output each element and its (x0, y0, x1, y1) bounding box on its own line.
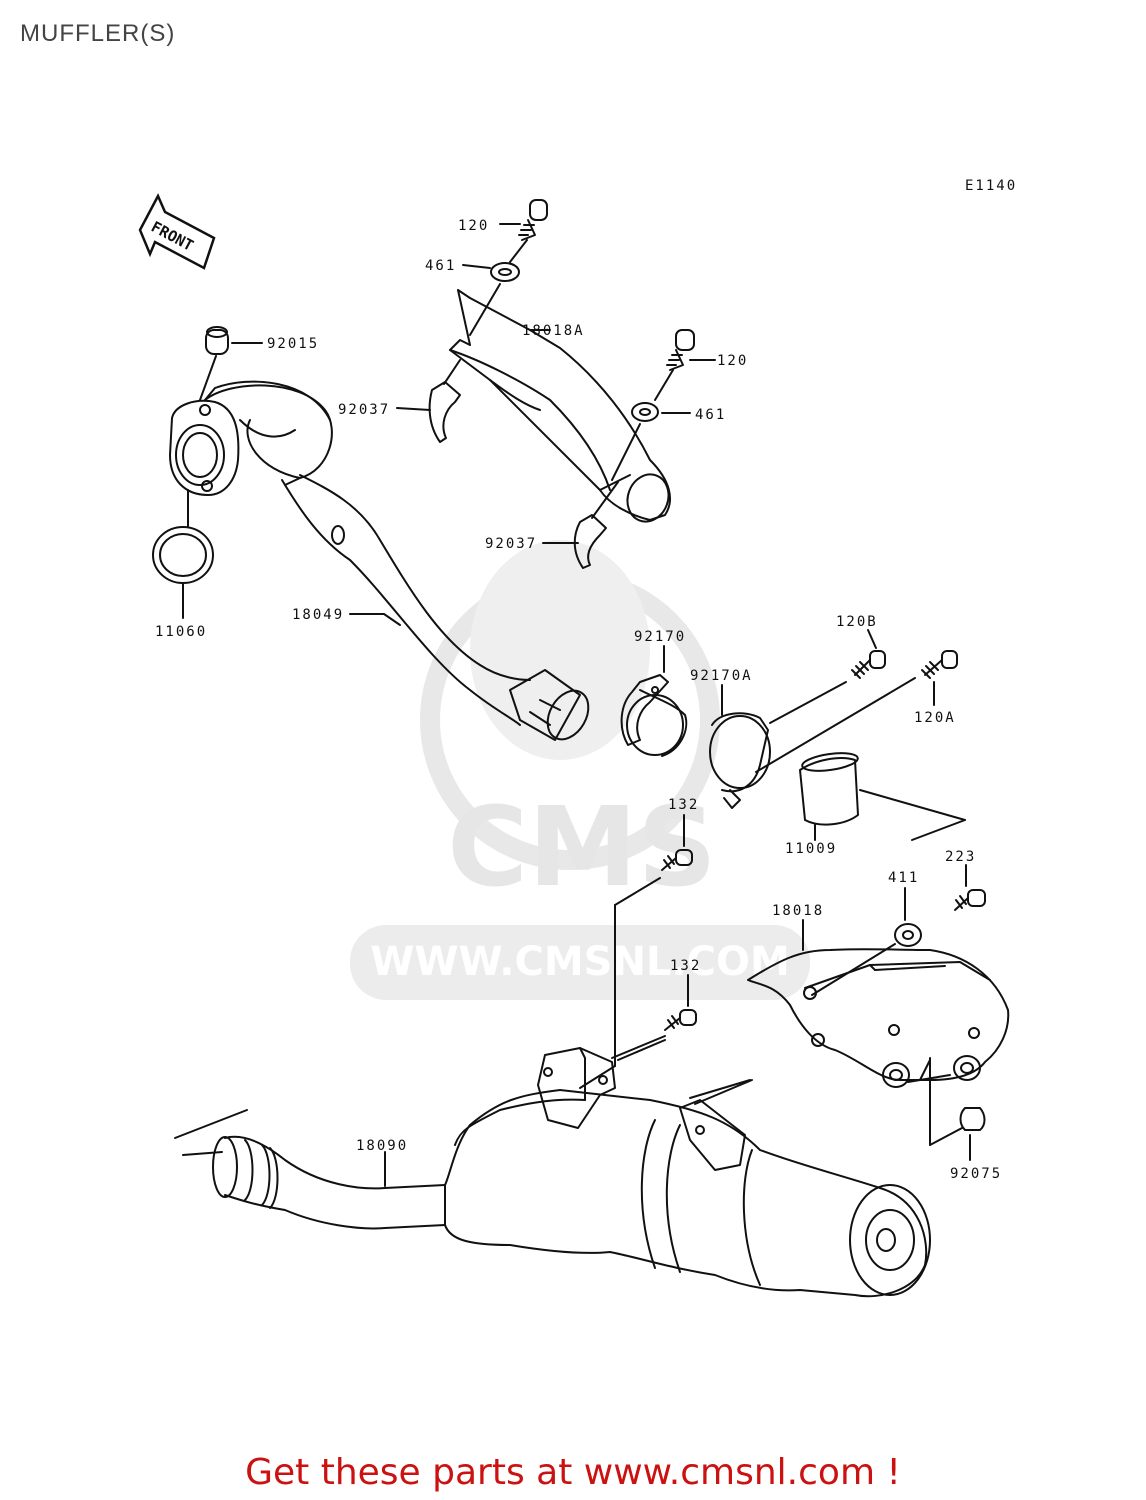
label-92037-left: 92037 (338, 402, 390, 418)
page-title: MUFFLER(S) (20, 20, 176, 47)
label-461-right: 461 (695, 407, 726, 423)
label-411: 411 (888, 870, 919, 886)
label-18049: 18049 (292, 607, 344, 623)
label-18018A: 18018A (522, 323, 585, 339)
bolt-120-right (666, 329, 695, 371)
watermark-logo-text: CMS (447, 783, 716, 911)
watermark-url-text: WWW.CMSNL.COM (370, 939, 790, 985)
watermark-figure (470, 540, 650, 760)
watermark-url-pill (350, 925, 810, 1000)
label-120-right: 120 (717, 353, 748, 369)
cms-promo-link[interactable]: Get these parts at www.cmsnl.com ! (245, 1452, 901, 1493)
gasket-11060 (152, 526, 214, 584)
sleeve-11009 (799, 752, 859, 826)
header-pipe-18049 (204, 380, 590, 741)
label-120-top: 120 (458, 218, 489, 234)
heat-guard-18018 (747, 948, 1010, 1081)
bolt-120A (921, 650, 958, 679)
label-461-top: 461 (425, 258, 456, 274)
collar-92015 (205, 326, 229, 355)
label-92015: 92015 (267, 336, 319, 352)
bolt-120B (851, 650, 886, 679)
bracket-92037-left (428, 381, 461, 443)
label-11060: 11060 (155, 624, 207, 640)
washer-461-top (490, 262, 520, 282)
flange (169, 399, 240, 496)
diagram-code: E1140 (965, 178, 1017, 194)
label-18018: 18018 (772, 903, 824, 919)
grommets-92075 (882, 1055, 986, 1131)
label-132-upper: 132 (668, 797, 699, 813)
label-92037-lower: 92037 (485, 536, 537, 552)
watermark: CMS WWW.CMSNL.COM (350, 540, 810, 1000)
label-11009: 11009 (785, 841, 837, 857)
bolt-132-upper (661, 849, 693, 871)
label-18090: 18090 (356, 1138, 408, 1154)
bolt-132-lower (664, 1009, 697, 1031)
bracket-92037-lower (573, 514, 607, 569)
clamp-92170 (620, 674, 688, 757)
bolt-120-top (518, 199, 548, 241)
washer-461-right (631, 402, 659, 422)
muffler-18090 (212, 1039, 931, 1298)
label-92170: 92170 (634, 629, 686, 645)
washer-411 (894, 923, 922, 947)
label-223: 223 (945, 849, 976, 865)
label-92170A: 92170A (690, 668, 753, 684)
parts-diagram: CMS WWW.CMSNL.COM E1140 FRONT (138, 178, 1017, 1298)
front-arrow-icon: FRONT (138, 193, 216, 270)
clamp-92170A (709, 712, 771, 809)
label-92075: 92075 (950, 1166, 1002, 1182)
bolt-223 (954, 889, 986, 911)
label-120B: 120B (836, 614, 878, 630)
label-132-lower: 132 (670, 958, 701, 974)
label-120A: 120A (914, 710, 956, 726)
